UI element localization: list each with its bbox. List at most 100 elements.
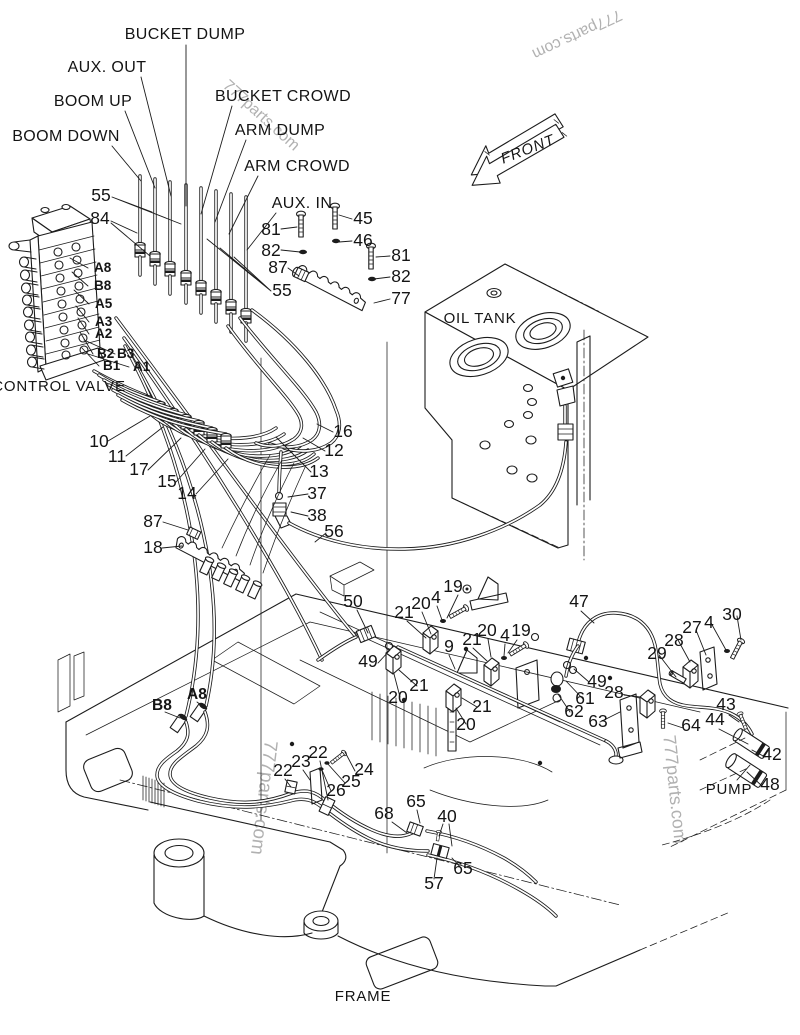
hose-56 [287,440,568,551]
callout-42: 42 [762,744,781,764]
callout-23: 23 [291,751,310,771]
front-arrow: FRONT [470,113,568,186]
callout-4: 4 [704,612,714,632]
callout-4: 4 [500,625,510,645]
callout-77: 77 [391,288,410,308]
callout-50: 50 [343,591,363,611]
callout-68: 68 [374,803,393,823]
callout-43: 43 [716,694,735,714]
callout-30: 30 [722,604,742,624]
tube-47-group [550,611,771,846]
callout-21: 21 [409,675,428,695]
valve-port-a3: A3 [95,314,113,329]
callout-10: 10 [89,431,109,451]
callout-21: 21 [472,696,491,716]
callout-19: 19 [511,620,530,640]
diagram-line-art: FRONT [8,44,789,990]
callout-9: 9 [444,636,454,656]
clamp-bar-18-group [170,454,307,600]
callout-37: 37 [307,483,326,503]
callout-20: 20 [388,687,408,707]
frame-structure [57,561,789,990]
tube-9-group [316,584,624,765]
caption-oil-tank: OIL TANK [444,310,517,327]
long-hoses [114,316,388,854]
callout-20: 20 [456,714,476,734]
valve-port-a8: A8 [94,260,112,275]
callout-40: 40 [437,806,457,826]
watermark-1: 777parts.com [529,6,624,62]
callout-45: 45 [353,208,372,228]
front-arrow-label: FRONT [498,131,558,167]
callout-15: 15 [157,471,176,491]
valve-port-a2: A2 [95,326,112,341]
callout-18: 18 [143,537,162,557]
callout-25: 25 [341,771,360,791]
hose-bank [134,174,252,343]
callout-55: 55 [272,280,291,300]
callout-87: 87 [143,511,162,531]
callout-87: 87 [268,257,287,277]
callout-55: 55 [91,185,110,205]
callout-65: 65 [453,858,472,878]
callout-19: 19 [443,576,462,596]
callout-24: 24 [354,759,374,779]
callout-81: 81 [391,245,410,265]
callout-28: 28 [664,630,683,650]
callout-20: 20 [477,620,497,640]
callout-22: 22 [308,742,327,762]
label-arm-dump: ARM DUMP [235,122,325,139]
clamp-bar-77-group [291,202,377,312]
callout-63: 63 [588,711,607,731]
leader-lines [69,44,766,880]
callout-61: 61 [575,688,594,708]
watermark-4: 777parts.com [659,734,690,845]
callout-64: 64 [681,715,701,735]
callout-38: 38 [307,505,326,525]
callout-49: 49 [587,671,606,691]
callout-27: 27 [682,617,701,637]
callout-44: 44 [705,709,725,729]
callout-46: 46 [353,230,372,250]
hose-port-a8: A8 [187,686,207,703]
hose-port-b8: B8 [152,697,172,714]
callout-29: 29 [647,643,666,663]
control-valve [8,203,105,381]
label-boom-up: BOOM UP [54,93,132,110]
caption-control-valve: CONTROL VALVE [0,378,126,395]
callout-26: 26 [326,780,345,800]
valve-port-b3: B3 [117,346,135,361]
callout-65: 65 [406,791,425,811]
label-bucket-crowd: BUCKET CROWD [215,88,351,105]
callout-84: 84 [90,208,110,228]
label-aux-in: AUX. IN [272,195,333,212]
valve-port-b8: B8 [94,278,112,293]
callout-14: 14 [177,483,197,503]
caption-frame: FRAME [335,988,392,1005]
label-bucket-dump: BUCKET DUMP [125,26,246,43]
callout-57: 57 [424,873,443,893]
callout-49: 49 [358,651,377,671]
callout-81: 81 [261,219,280,239]
label-aux-out: AUX. OUT [68,59,147,76]
lower-hoses [155,702,558,918]
valve-hose-bundle [92,308,342,529]
callout-82: 82 [391,266,410,286]
valve-port-a1: A1 [133,359,151,374]
label-arm-crowd: ARM CROWD [244,158,350,175]
callout-48: 48 [760,774,779,794]
callout-82: 82 [261,240,280,260]
callout-21: 21 [462,629,481,649]
callout-56: 56 [324,521,343,541]
callout-21: 21 [394,602,413,622]
callout-16: 16 [333,421,352,441]
callout-4: 4 [431,587,441,607]
caption-pump: PUMP [706,781,753,798]
oil-tank [424,263,649,561]
valve-port-a5: A5 [95,296,113,311]
callout-28: 28 [604,682,623,702]
valve-port-b2: B2 [97,346,114,361]
callout-47: 47 [569,591,588,611]
callout-20: 20 [411,593,431,613]
